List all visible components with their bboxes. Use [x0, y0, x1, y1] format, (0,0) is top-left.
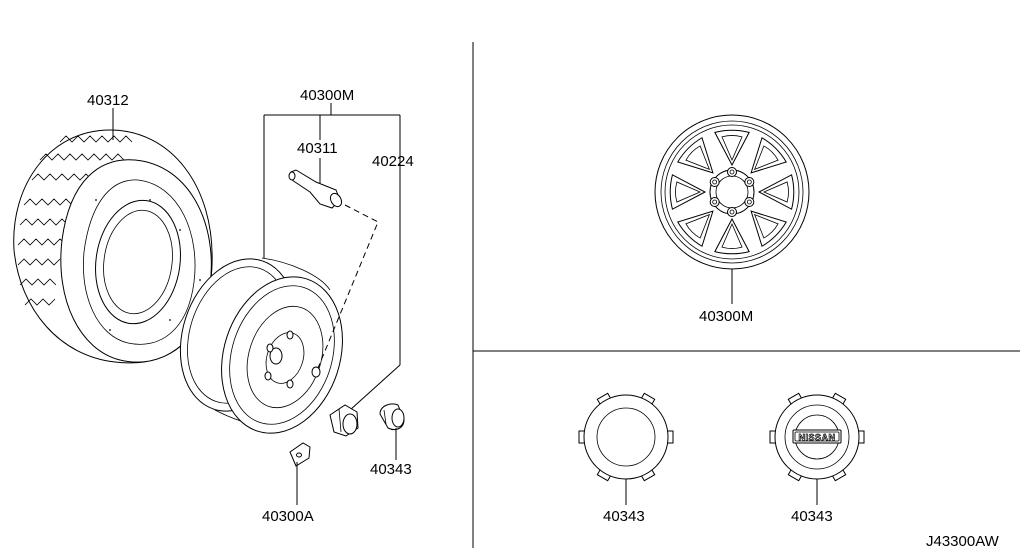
lug-hole — [709, 177, 720, 187]
lug-hole — [709, 197, 720, 207]
spoke-window — [714, 217, 750, 255]
lug-nut[interactable] — [329, 404, 359, 437]
label-alloy-wheel: 40300M — [699, 308, 753, 325]
tire[interactable] — [13, 129, 213, 364]
steel-wheel[interactable] — [162, 244, 362, 449]
balance-weight[interactable] — [289, 442, 311, 467]
spoke-window — [757, 174, 795, 210]
label-cap-small: 40343 — [370, 461, 412, 478]
spoke-window-inner — [753, 213, 779, 239]
lug-hole — [727, 207, 737, 217]
spoke-window-inner — [721, 222, 743, 249]
spoke-window-inner — [685, 213, 711, 239]
spoke-window — [669, 174, 707, 210]
nissan-logo-text: NISSAN — [798, 433, 835, 443]
lug-hole — [727, 167, 737, 177]
spoke-window — [750, 210, 788, 248]
label-wheel-assembly: 40300M — [300, 87, 354, 104]
label-nut: 40224 — [372, 153, 414, 170]
spoke-window-inner — [762, 181, 789, 203]
label-cap-plain: 40343 — [603, 508, 645, 525]
alloy-wheel[interactable] — [654, 114, 810, 270]
diagram-code: J43300AW — [926, 533, 1000, 550]
center-cap-plain[interactable] — [578, 392, 674, 482]
label-cap-logo: 40343 — [791, 508, 833, 525]
spoke-window-inner — [675, 181, 702, 203]
spoke-window — [714, 129, 750, 167]
small-center-cap[interactable] — [379, 403, 405, 431]
center-cap-logo[interactable]: NISSAN — [769, 392, 865, 482]
spoke-window — [676, 136, 714, 174]
spoke-window-inner — [685, 145, 711, 171]
spoke-window-inner — [753, 145, 779, 171]
spoke-window — [676, 210, 714, 248]
bracket-wheel-assembly — [263, 103, 401, 411]
label-weight: 40300A — [262, 508, 314, 525]
nissan-logo-bar — [792, 429, 842, 444]
dashed-assembly-line — [317, 204, 379, 369]
spoke-window-inner — [721, 135, 743, 162]
valve-stem[interactable] — [288, 169, 344, 209]
spoke-window — [750, 136, 788, 174]
label-tire: 40312 — [87, 92, 129, 109]
lug-hole — [744, 197, 755, 207]
lug-hole — [744, 177, 755, 187]
alloy-wheel-lug-holes — [709, 167, 755, 217]
label-valve: 40311 — [297, 140, 338, 157]
alloy-wheel-spokes — [669, 129, 795, 255]
